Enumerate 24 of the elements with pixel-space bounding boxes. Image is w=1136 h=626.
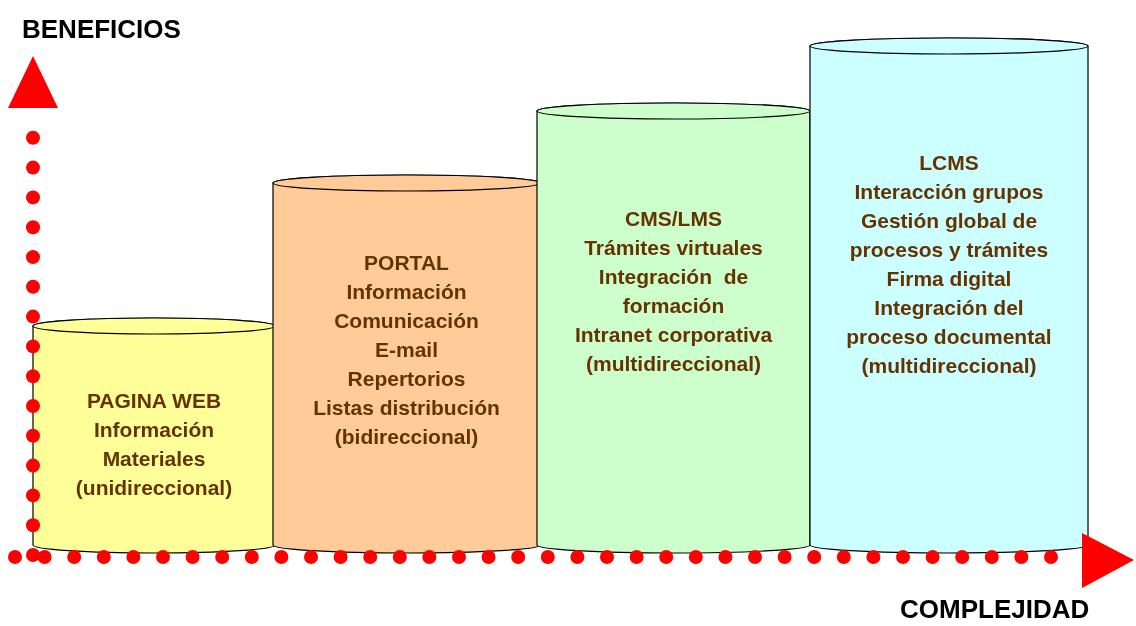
cylinder-text: Intranet corporativa: [574, 322, 773, 348]
cylinder-text: E-mail: [375, 337, 438, 363]
cylinder-text: Trámites virtuales: [584, 235, 763, 261]
y-axis-label: BENEFICIOS: [22, 14, 181, 45]
cylinder-text: (bidireccional): [334, 424, 479, 450]
cylinder-heading: PAGINA WEB: [86, 388, 222, 414]
cylinder-text: Interacción grupos: [854, 179, 1044, 205]
cylinder-heading: PORTAL: [364, 250, 449, 276]
cylinder-text: Gestión global de procesos y trámites: [848, 208, 1050, 263]
cylinder-heading: LCMS: [919, 150, 979, 176]
cylinder-heading: CMS/LMS: [625, 206, 722, 232]
x-axis-label: COMPLEJIDAD: [900, 594, 1090, 625]
cylinder-text: Integración de formación: [597, 264, 750, 319]
cylinder-text: (unidireccional): [75, 475, 233, 501]
cylinder-text: Información: [93, 417, 215, 443]
cylinder-text: Firma digital: [886, 266, 1012, 292]
cylinder-text: Repertorios: [347, 366, 466, 392]
cylinder-text: (multidireccional): [861, 353, 1037, 379]
cylinder-text: Materiales: [102, 446, 206, 472]
cylinder-text: Información: [346, 279, 467, 305]
cylinder-text: Comunicación: [334, 308, 479, 334]
cylinder-text: Listas distribución: [313, 395, 500, 421]
cylinder-text: (multidireccional): [586, 351, 761, 377]
cylinder-text: Integración del proceso documental: [845, 295, 1053, 350]
